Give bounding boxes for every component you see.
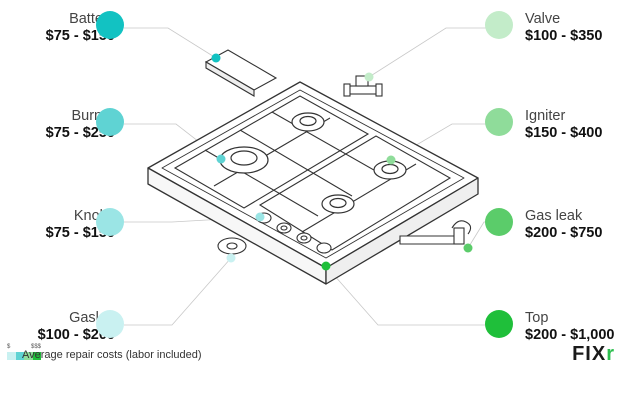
part-price: $200 - $750 — [525, 224, 603, 241]
swatch-gas-leak — [485, 208, 513, 236]
fixr-logo: FIXr — [572, 343, 615, 366]
label-gas-leak: Gas leak $200 - $750 — [525, 208, 624, 241]
knobs — [256, 212, 332, 254]
leader-top — [325, 265, 498, 326]
burners — [219, 112, 407, 214]
swatch-igniter — [485, 108, 513, 136]
marker-top — [321, 261, 331, 271]
logo-main: FIX — [572, 343, 607, 365]
valve-part — [343, 75, 383, 97]
leader-valve — [368, 27, 498, 78]
legend-low-label: $ — [7, 344, 11, 350]
part-name: Gas leak — [525, 208, 583, 224]
swatch-knobs — [96, 208, 124, 236]
marker-knobs — [255, 212, 265, 222]
swatch-battery — [96, 11, 124, 39]
legend-caption: Average repair costs (labor included) — [22, 349, 202, 361]
swatch-top — [485, 310, 513, 338]
swatch-burner — [96, 108, 124, 136]
marker-battery — [211, 53, 221, 63]
marker-gasket — [226, 253, 236, 263]
swatch-gasket — [96, 310, 124, 338]
battery-part — [204, 49, 278, 97]
label-valve: Valve $100 - $350 — [525, 11, 624, 44]
leader-lines — [124, 27, 498, 326]
part-name: Valve — [525, 11, 561, 27]
legend-high-label: $$$ — [31, 344, 42, 350]
part-name: Top — [525, 310, 549, 326]
leader-gasket — [124, 257, 232, 326]
logo-accent: r — [606, 343, 615, 365]
legend-gradient-bar — [7, 352, 41, 360]
marker-gasleak — [463, 243, 473, 253]
gasket-part — [217, 237, 247, 255]
marker-burner — [216, 154, 226, 164]
stove-body — [147, 81, 479, 285]
marker-igniter — [386, 155, 396, 165]
part-price: $150 - $400 — [525, 124, 603, 141]
swatch-valve — [485, 11, 513, 39]
leader-battery — [124, 27, 217, 59]
marker-valve — [364, 72, 374, 82]
part-name: Igniter — [525, 108, 566, 124]
label-top: Top $200 - $1,000 — [525, 310, 624, 343]
gas-pipe-part — [399, 220, 472, 245]
part-price: $100 - $200 — [37, 326, 115, 343]
marker-dots — [211, 53, 473, 271]
part-price: $100 - $350 — [525, 27, 603, 44]
part-price: $200 - $1,000 — [525, 326, 615, 343]
label-igniter: Igniter $150 - $400 — [525, 108, 624, 141]
